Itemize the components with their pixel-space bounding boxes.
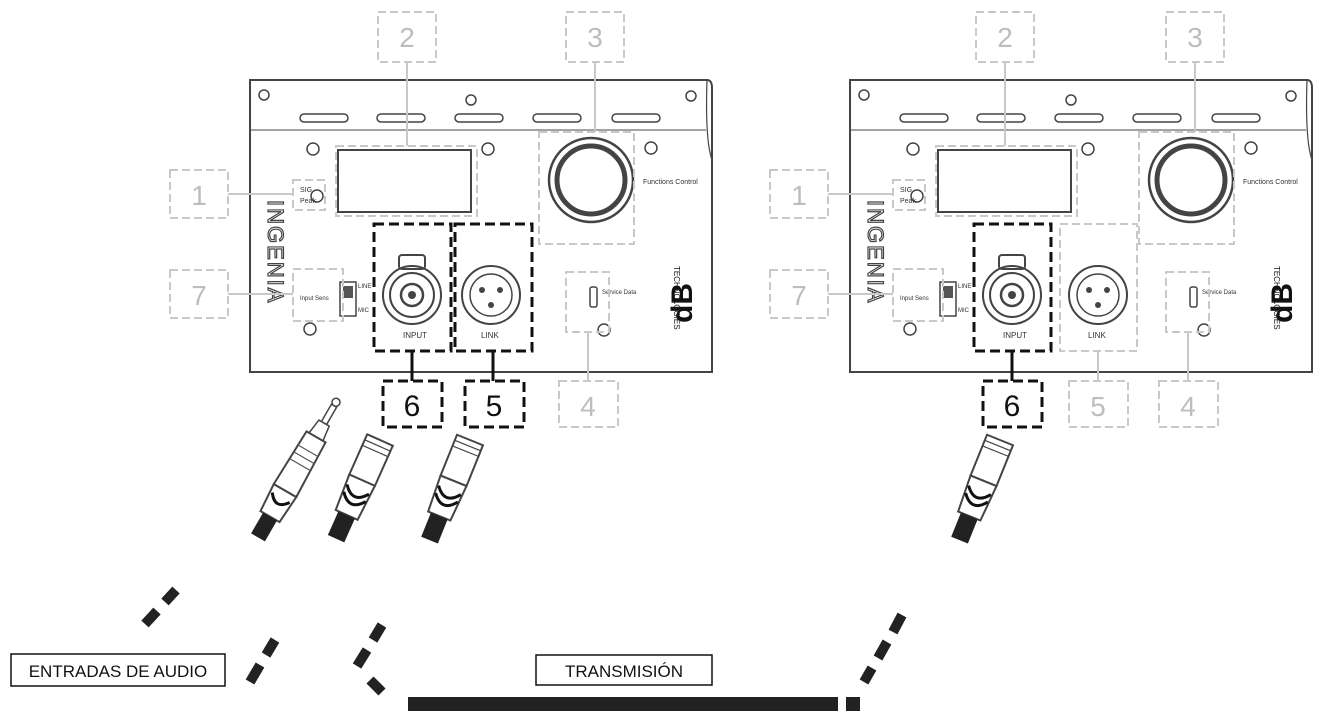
xlr-plug-icon (245, 432, 395, 685)
left-callout-6: 6 (381, 351, 444, 429)
svg-text:6: 6 (404, 390, 421, 423)
left-callout-4: 4 (558, 332, 619, 428)
svg-text:7: 7 (791, 280, 807, 311)
svg-text:2: 2 (399, 22, 415, 53)
function-control-label: Functions Control (643, 179, 698, 186)
svg-text:1: 1 (191, 180, 207, 211)
svg-text:4: 4 (1180, 391, 1196, 422)
svg-text:1: 1 (791, 180, 807, 211)
svg-text:6: 6 (1004, 390, 1021, 423)
left-callout-2: 2 (377, 11, 437, 146)
svg-text:SIG: SIG (900, 187, 912, 194)
right-xlr-plug-icon (859, 433, 1015, 685)
function-control-label-right: Functions Control (1243, 179, 1298, 186)
right-callout-7: 7 (769, 269, 893, 319)
display-window-right (937, 149, 1072, 213)
link-xlr-plug-icon (352, 433, 485, 696)
link-label: LINK (481, 331, 499, 340)
product-logo-vertical: INGENIA (263, 200, 288, 304)
svg-text:Peak: Peak (900, 198, 916, 205)
line-mic-switch: LINE MIC Input Sens (300, 281, 371, 317)
svg-text:LINE: LINE (358, 284, 371, 290)
right-callout-1: 1 (769, 169, 893, 219)
right-callout-6: 6 (981, 351, 1044, 429)
input-label: INPUT (403, 331, 427, 340)
display-window (337, 149, 472, 213)
vent-slots (299, 113, 661, 123)
right-callout-5: 5 (1068, 351, 1129, 428)
svg-text:MIC: MIC (958, 308, 970, 314)
product-logo-vertical-right: INGENIA (863, 200, 888, 304)
signal-peak-led: SIG Peak (300, 187, 324, 205)
left-callout-3: 3 (565, 11, 625, 132)
svg-text:LINE: LINE (958, 284, 971, 290)
right-callout-2: 2 (975, 11, 1035, 146)
svg-text:Service Data: Service Data (602, 290, 637, 296)
svg-text:3: 3 (1187, 22, 1203, 53)
input-label-right: INPUT (1003, 331, 1027, 340)
svg-text:dB: dB (1266, 283, 1299, 323)
right-callout-3: 3 (1165, 11, 1225, 132)
function-knob (547, 136, 635, 224)
svg-text:TECHNOLOGIES: TECHNOLOGIES (1272, 266, 1281, 330)
svg-text:2: 2 (997, 22, 1013, 53)
svg-text:4: 4 (580, 391, 596, 422)
svg-text:Service Data: Service Data (1202, 290, 1237, 296)
svg-text:Input Sens: Input Sens (900, 296, 929, 302)
svg-text:TRANSMISIÓN: TRANSMISIÓN (565, 662, 683, 681)
trs-jack-icon (141, 390, 351, 628)
function-knob-right (1147, 136, 1235, 224)
svg-text:SIG: SIG (300, 187, 312, 194)
svg-text:MIC: MIC (358, 308, 370, 314)
svg-text:5: 5 (1090, 391, 1106, 422)
svg-text:Peak: Peak (300, 198, 316, 205)
usb-port-icon: Service Data (589, 286, 637, 308)
vent-slots-right (899, 113, 1261, 123)
link-label-right: LINK (1088, 331, 1106, 340)
usb-port-icon-right: Service Data (1189, 286, 1237, 308)
svg-text:5: 5 (486, 390, 503, 423)
line-mic-switch-right: LINE MIC Input Sens (900, 281, 971, 317)
db-technologies-logo: dB TECHNOLOGIES (666, 266, 699, 330)
signal-peak-led-right: SIG Peak (900, 187, 924, 205)
left-callout-5: 5 (463, 351, 526, 429)
svg-text:TECHNOLOGIES: TECHNOLOGIES (672, 266, 681, 330)
db-technologies-logo-right: dB TECHNOLOGIES (1266, 266, 1299, 330)
svg-text:dB: dB (666, 283, 699, 323)
right-speaker-panel: SIG Peak INGENIA Functions Control LINE … (849, 79, 1313, 373)
transmission-cable (408, 697, 860, 711)
caption-transmission: TRANSMISIÓN (535, 654, 713, 686)
caption-audio-inputs: ENTRADAS DE AUDIO (10, 653, 226, 687)
svg-text:Input Sens: Input Sens (300, 296, 329, 302)
left-callout-1: 1 (169, 169, 293, 219)
left-callout-7: 7 (169, 269, 293, 319)
right-callout-4: 4 (1158, 332, 1219, 428)
svg-text:7: 7 (191, 280, 207, 311)
svg-text:3: 3 (587, 22, 603, 53)
svg-text:ENTRADAS DE AUDIO: ENTRADAS DE AUDIO (29, 662, 208, 681)
left-speaker-panel: SIG Peak INGENIA Functions Control LINE … (249, 79, 713, 373)
